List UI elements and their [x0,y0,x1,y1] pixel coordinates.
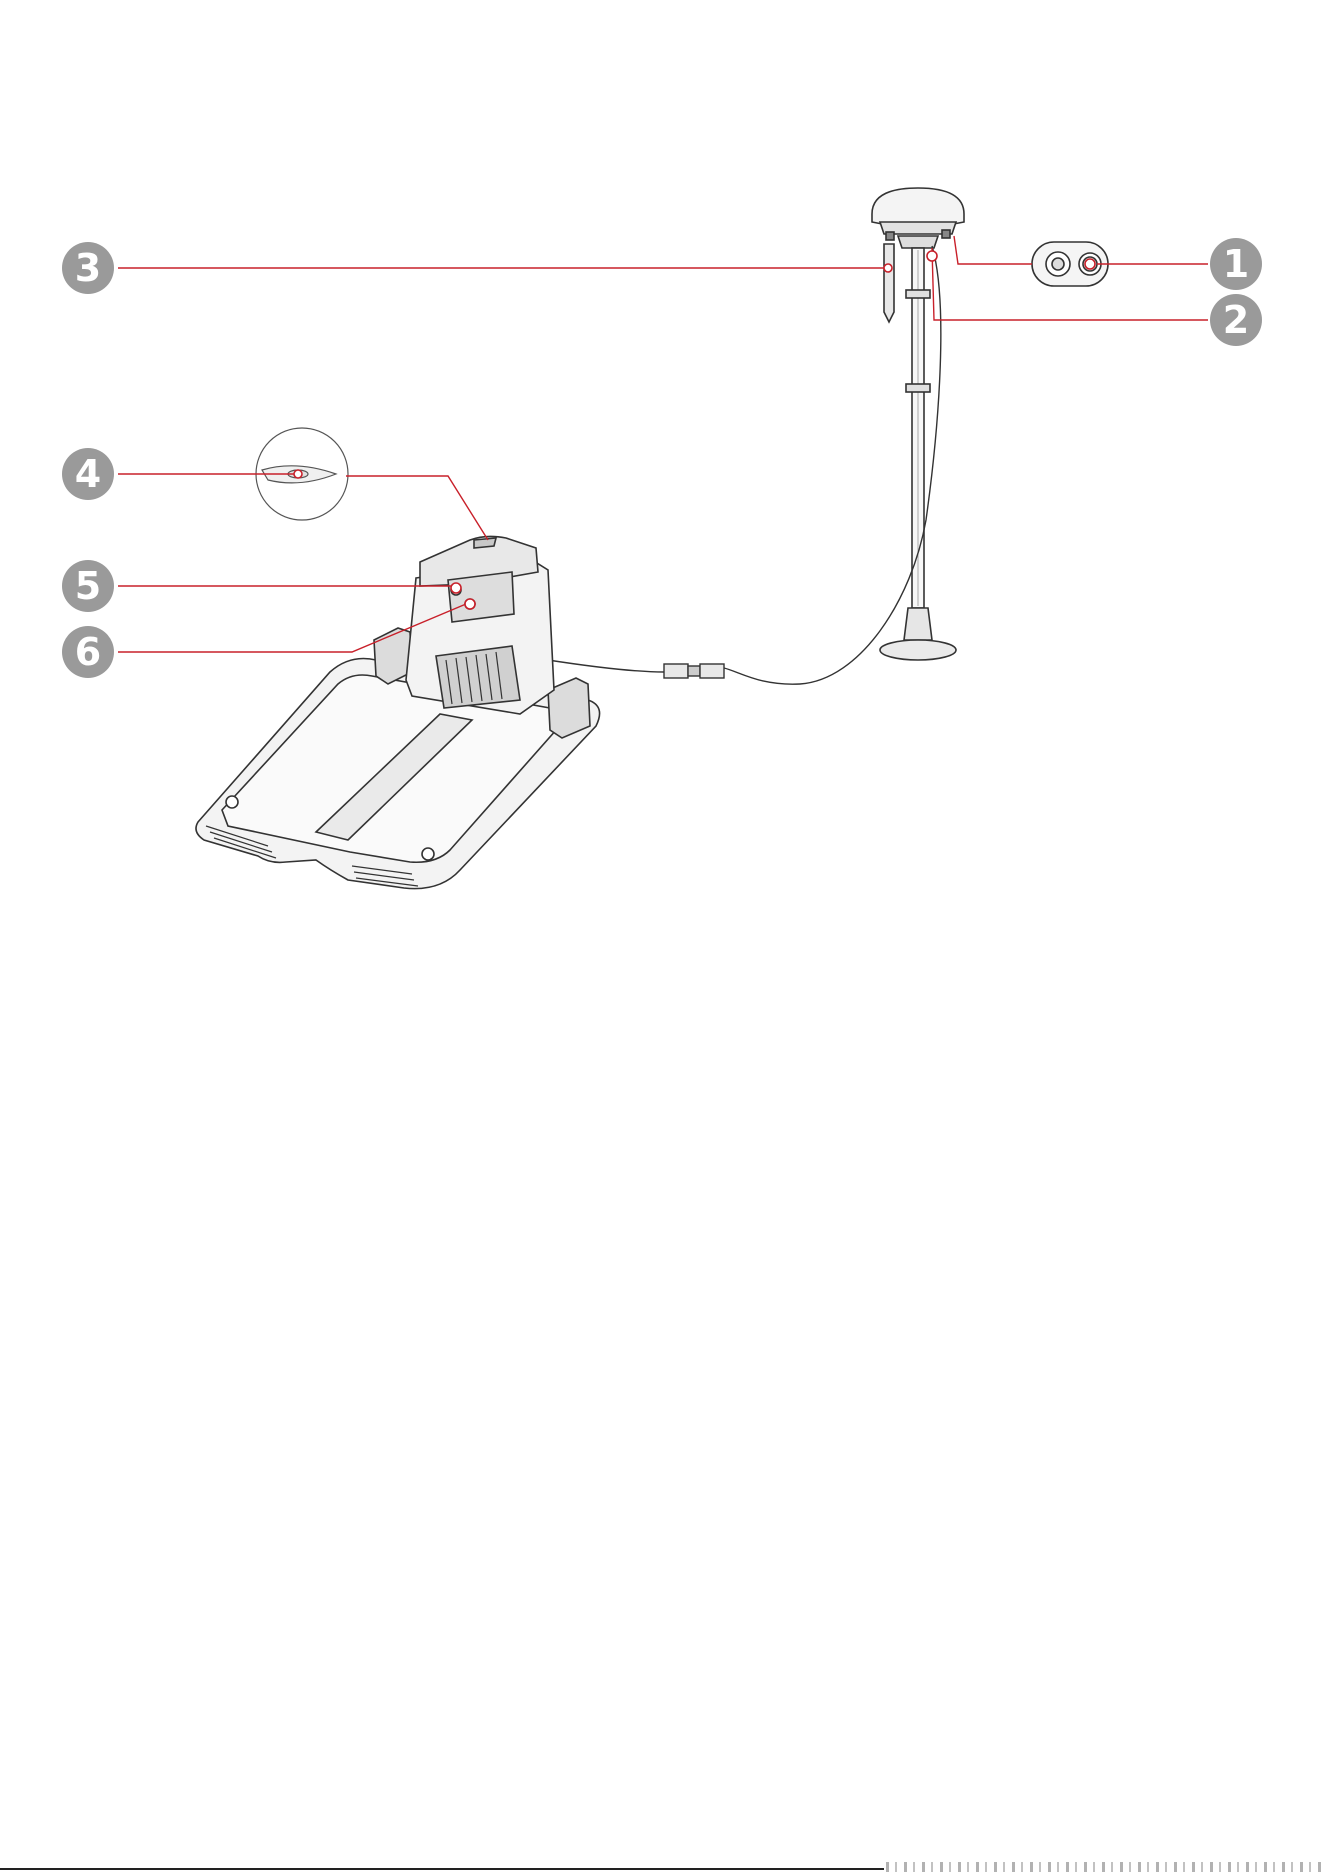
callout-badge-5: 5 [62,560,114,612]
charging-station [196,536,600,888]
pole-base-sleeve [904,608,932,640]
endpoint-1 [1085,259,1095,269]
inline-connector-right [700,664,724,678]
leader-4-tie [346,476,488,540]
callout-badge-1: 1 [1210,238,1262,290]
rtk-antenna-assembly [724,188,964,684]
pole-clamp-lower [906,384,930,392]
leader-1-tie [954,236,1032,264]
inline-connector-mid [688,666,700,676]
base-screw-right [422,848,434,860]
port-left-inner [1052,258,1064,270]
base-screw-left [226,796,238,808]
mounting-stake [884,244,894,322]
antenna-stub-left [886,232,894,240]
endpoint-2 [927,251,937,261]
cable-to-station [548,660,664,672]
pole-base-foot [880,640,956,660]
antenna-stub-right [942,230,950,238]
connection-cable [548,660,724,678]
endpoint-4 [294,470,302,478]
pole-clamp-upper [906,290,930,298]
footer-cut-text [886,1862,1324,1872]
endpoint-5 [451,583,461,593]
callout-badge-2: 2 [1210,294,1262,346]
connector-port-inset [1032,242,1108,286]
charging-station-indicator [474,538,496,548]
endpoint-3 [884,264,892,272]
footer-rule [0,1868,884,1870]
antenna-dome [872,188,964,227]
station-contact-panel [448,572,514,622]
callout-badge-6: 6 [62,626,114,678]
callout-badge-3: 3 [62,242,114,294]
callout-badge-4: 4 [62,448,114,500]
inline-connector-left [664,664,688,678]
leader-endpoints [294,251,1095,609]
endpoint-6 [465,599,475,609]
